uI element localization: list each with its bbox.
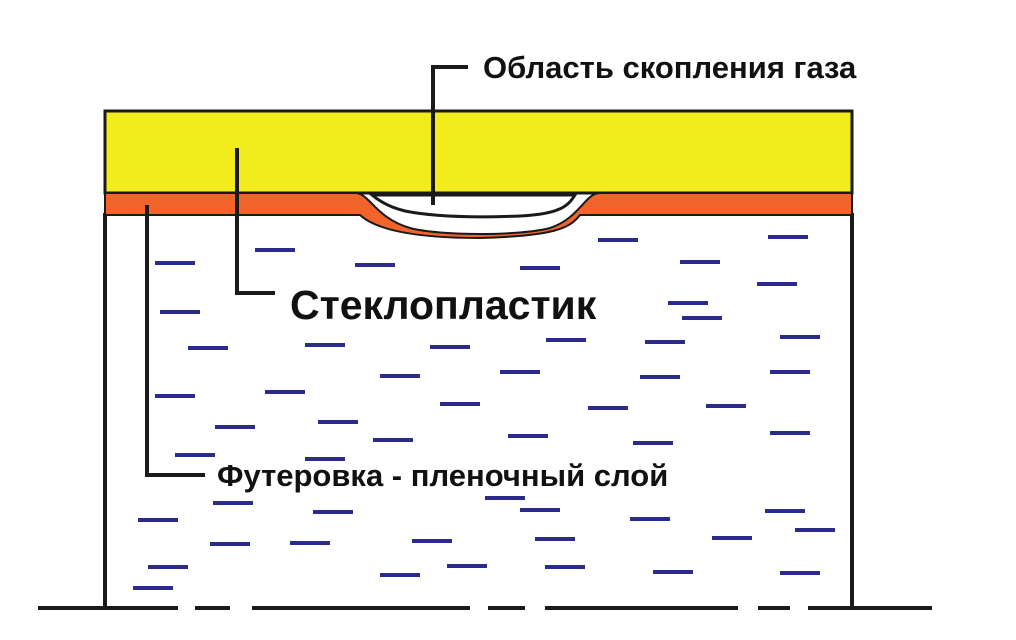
gas-region-leader-line [431, 65, 468, 205]
fiberglass-leader-line [235, 148, 275, 295]
liquid-dashes [133, 235, 835, 590]
gas-region-label: Область скопления газа [483, 50, 857, 85]
fiberglass-label: Стеклопластик [290, 282, 597, 328]
gas-pocket [367, 193, 578, 219]
fiberglass-layer [103, 109, 854, 195]
lining-leader-line [145, 205, 205, 477]
lining-label: Футеровка - пленочный слой [217, 458, 669, 493]
lining-layer [104, 192, 853, 240]
